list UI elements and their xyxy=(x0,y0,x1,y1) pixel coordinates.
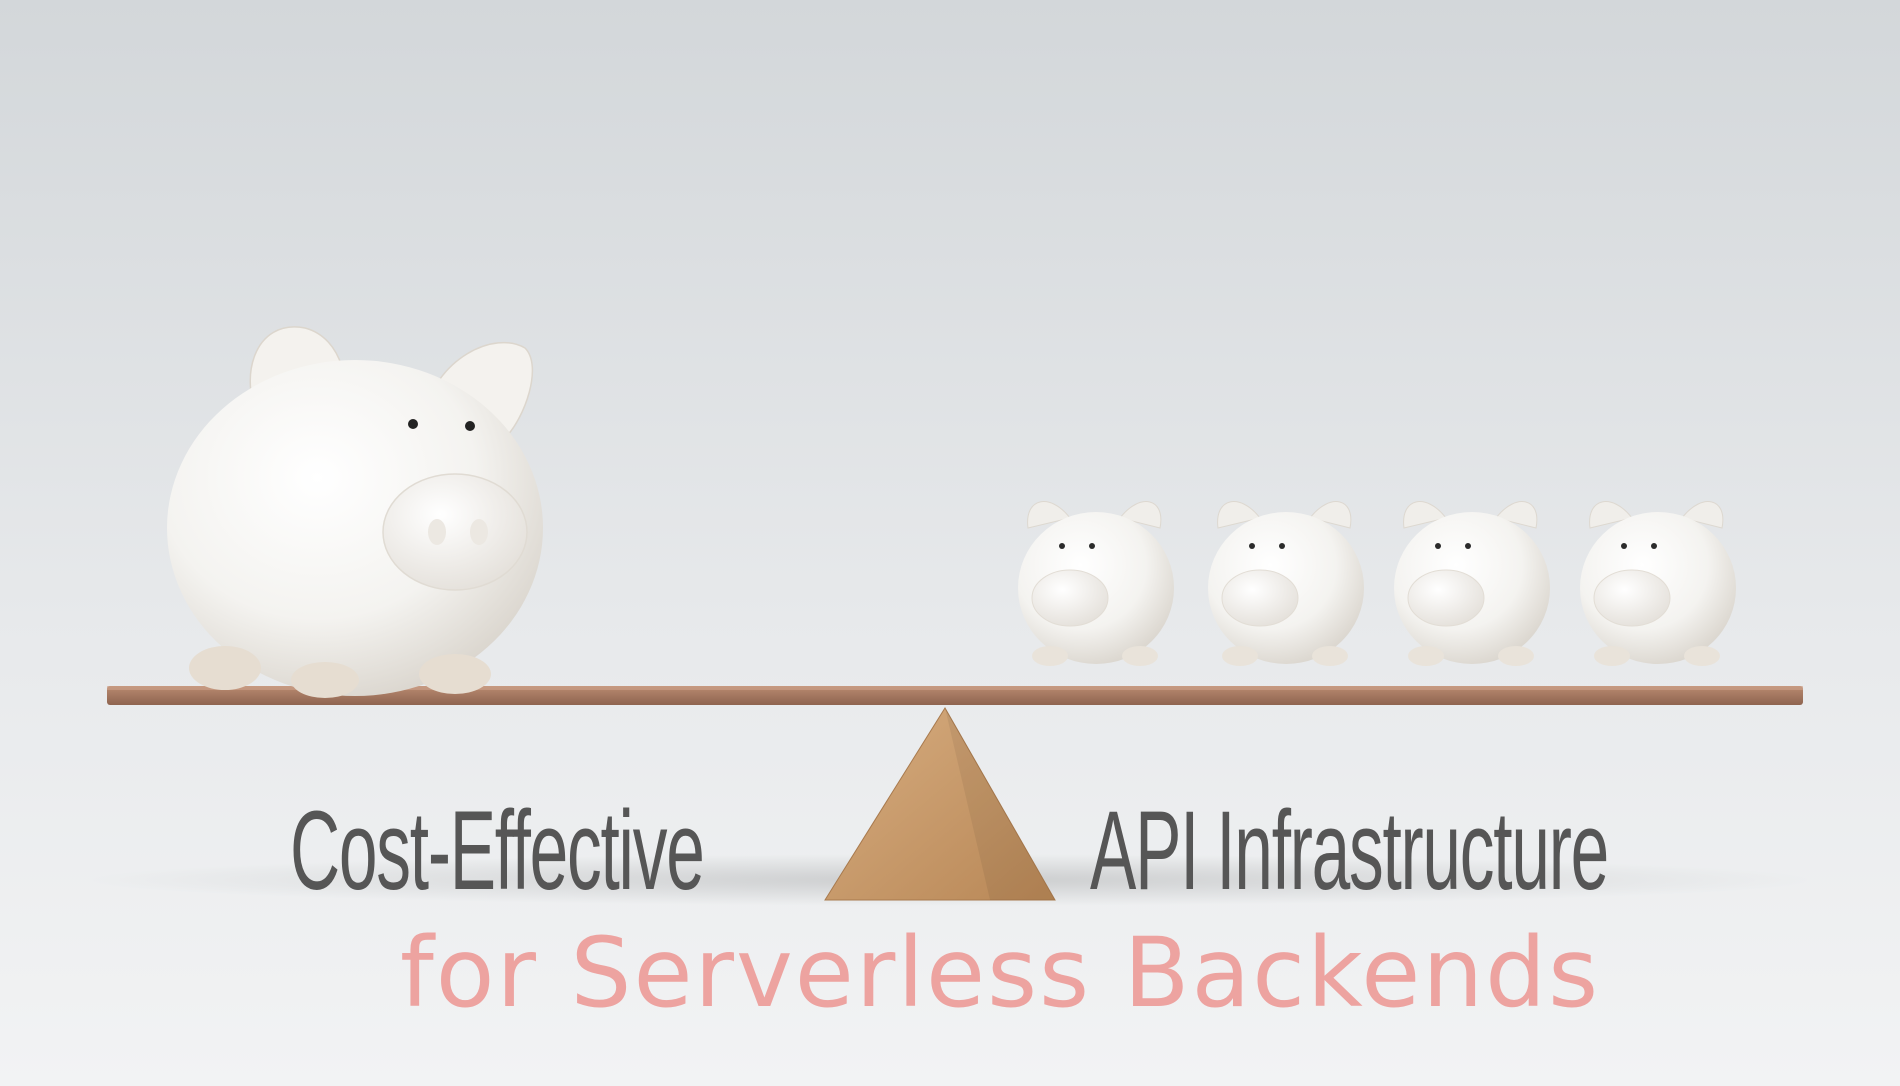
title-right: API Infrastructure xyxy=(1090,788,1609,913)
large-piggy-bank xyxy=(167,326,543,698)
subtitle: for Serverless Backends xyxy=(400,917,1601,1029)
title-left: Cost-Effective xyxy=(290,788,705,913)
